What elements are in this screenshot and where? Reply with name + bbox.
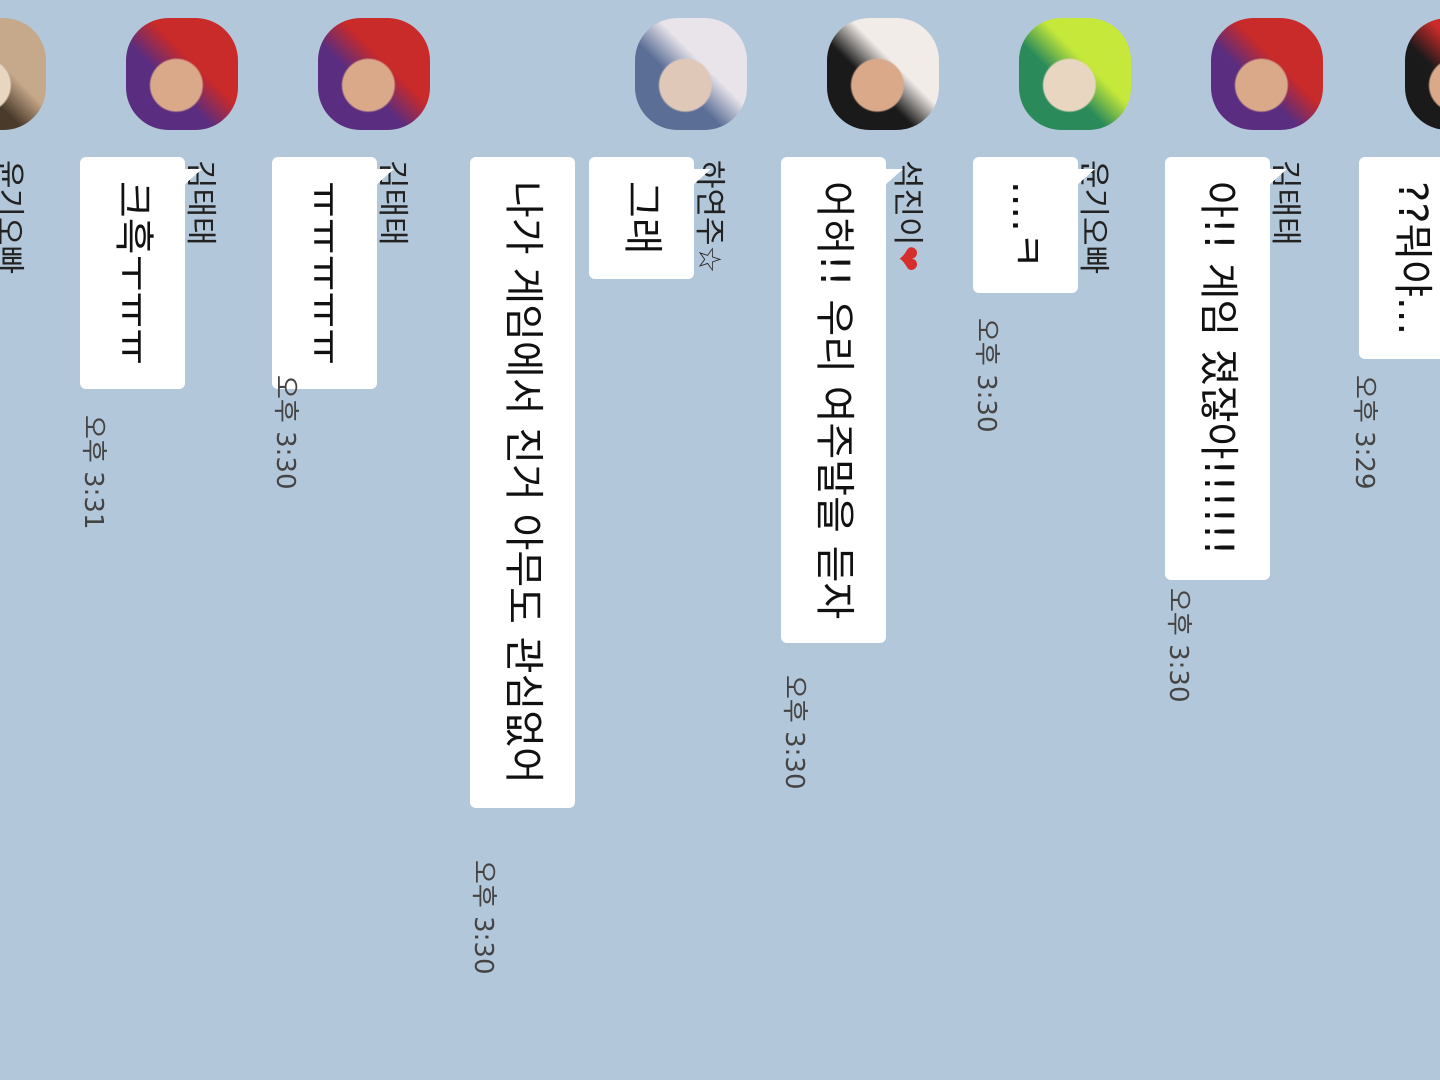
avatar[interactable] bbox=[318, 18, 430, 130]
message-bubble: 아!! 게임 졌잖아!!!!!! bbox=[1165, 157, 1270, 580]
avatar[interactable] bbox=[635, 18, 747, 130]
message-bubble: ??뭐야... bbox=[1359, 157, 1440, 360]
avatar[interactable] bbox=[126, 18, 238, 130]
sender-name: 윤기오빠 bbox=[0, 160, 26, 275]
message-time: 오후 3:30 bbox=[1163, 588, 1193, 703]
message-bubble: 나가 게임에서 진거 아무도 관심없어 bbox=[470, 157, 575, 808]
message-time: 오후 3:29 bbox=[1349, 375, 1379, 490]
message-time: 오후 3:30 bbox=[971, 318, 1001, 433]
message-time: 오후 3:31 bbox=[78, 415, 108, 530]
avatar[interactable] bbox=[1211, 18, 1323, 130]
message-time: 오후 3:30 bbox=[468, 860, 498, 975]
heart-icon: ❤ bbox=[889, 245, 925, 272]
message-time: 오후 3:30 bbox=[270, 375, 300, 490]
message-time: 오후 3:30 bbox=[779, 675, 809, 790]
message-bubble: 그래 bbox=[589, 157, 694, 279]
message-bubble: ....ㅋ bbox=[973, 157, 1078, 293]
avatar[interactable] bbox=[827, 18, 939, 130]
message-bubble: 크흑ㅜㅠㅠ bbox=[80, 157, 185, 389]
avatar[interactable] bbox=[1405, 18, 1440, 130]
avatar[interactable] bbox=[0, 18, 46, 130]
message-bubble: 어허!! 우리 여주말을 듣자 bbox=[781, 157, 886, 644]
avatar[interactable] bbox=[1019, 18, 1131, 130]
message-bubble: ㅠㅠㅠㅠㅠ bbox=[272, 157, 377, 389]
